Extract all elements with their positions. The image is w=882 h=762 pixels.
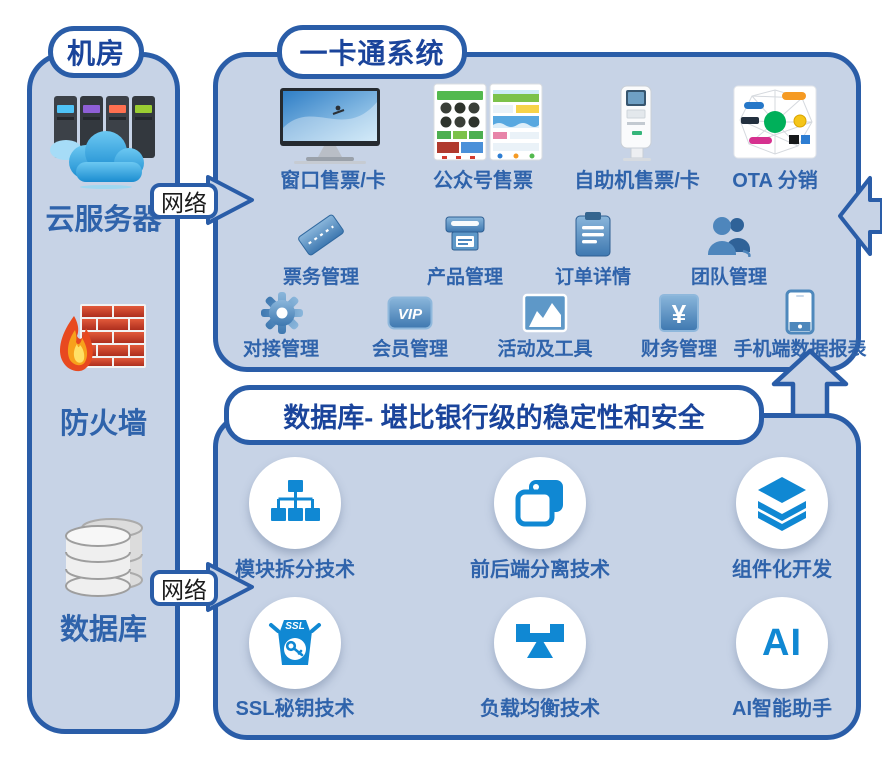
database-label: 数据库 bbox=[59, 614, 147, 646]
firewall-icon bbox=[56, 302, 148, 380]
database-icon bbox=[58, 514, 150, 600]
feature-component-label: 组件化开发 bbox=[732, 559, 832, 581]
ssl-key-feature: SSL bbox=[249, 597, 341, 689]
product-printer-icon bbox=[442, 212, 488, 258]
channel-wechat-label: 公众号售票 bbox=[433, 170, 533, 192]
frontend-backend-feature bbox=[494, 457, 586, 549]
module-team-label: 团队管理 bbox=[690, 267, 767, 288]
network-label-bottom: 网络 bbox=[150, 570, 218, 606]
feature-ssl-label: SSL秘钥技术 bbox=[235, 698, 355, 720]
wechat-shop-phones-icon bbox=[432, 82, 544, 162]
layers-icon bbox=[754, 475, 810, 531]
activity-chart-icon bbox=[522, 293, 568, 333]
svg-text:VIP: VIP bbox=[398, 306, 423, 323]
tool-integration-label: 对接管理 bbox=[242, 339, 319, 360]
tool-mobile-report-label: 手机端数据报表 bbox=[733, 339, 867, 360]
tool-finance-label: 财务管理 bbox=[640, 339, 717, 360]
load-balance-icon bbox=[513, 620, 567, 666]
ssl-key-icon: SSL bbox=[268, 616, 322, 670]
channel-window-label: 窗口售票/卡 bbox=[280, 170, 386, 192]
component-layers-feature bbox=[736, 457, 828, 549]
order-clipboard-icon bbox=[572, 211, 614, 258]
load-balance-feature bbox=[494, 597, 586, 689]
mobile-report-phone-icon bbox=[785, 289, 815, 335]
feature-load-balance-label: 负载均衡技术 bbox=[480, 698, 600, 720]
ota-network-icon bbox=[732, 84, 818, 160]
ticket-icon bbox=[298, 212, 344, 258]
machine-room-title: 机房 bbox=[48, 26, 144, 78]
vip-badge-icon: VIP bbox=[387, 296, 433, 330]
network-label-top: 网络 bbox=[150, 183, 218, 219]
module-order-label: 订单详情 bbox=[554, 267, 631, 288]
window-ticketing-monitor-icon bbox=[278, 86, 382, 164]
card-system-title: 一卡通系统 bbox=[277, 25, 467, 79]
tool-activity-label: 活动及工具 bbox=[497, 339, 593, 360]
up-arrow-icon bbox=[771, 348, 849, 418]
channel-kiosk-label: 自助机售票/卡 bbox=[574, 170, 700, 192]
module-product-label: 产品管理 bbox=[426, 267, 503, 288]
tool-member-label: 会员管理 bbox=[371, 339, 448, 360]
cloud-server-icon bbox=[48, 90, 160, 190]
module-split-feature bbox=[249, 457, 341, 549]
feature-frontend-backend-label: 前后端分离技术 bbox=[470, 559, 610, 581]
finance-yuan-icon: ¥ bbox=[658, 293, 700, 333]
ai-icon: AI bbox=[762, 621, 802, 664]
team-people-icon bbox=[703, 213, 755, 258]
ai-assistant-feature: AI bbox=[736, 597, 828, 689]
database-panel-title: 数据库- 堪比银行级的稳定性和安全 bbox=[224, 385, 764, 445]
feature-ai-label: AI智能助手 bbox=[732, 698, 832, 720]
right-edge-connector-icon bbox=[838, 176, 882, 256]
module-split-icon bbox=[268, 479, 322, 527]
frontend-backend-icon bbox=[513, 478, 567, 528]
module-ticketing-label: 票务管理 bbox=[282, 267, 359, 288]
kiosk-icon bbox=[613, 84, 661, 162]
feature-module-split-label: 模块拆分技术 bbox=[235, 559, 355, 581]
gear-icon bbox=[260, 291, 304, 335]
cloud-server-label: 云服务器 bbox=[45, 204, 162, 236]
svg-text:SSL: SSL bbox=[285, 621, 304, 632]
channel-ota-label: OTA 分销 bbox=[732, 170, 818, 192]
svg-text:¥: ¥ bbox=[672, 299, 687, 329]
firewall-label: 防火墙 bbox=[59, 408, 147, 440]
